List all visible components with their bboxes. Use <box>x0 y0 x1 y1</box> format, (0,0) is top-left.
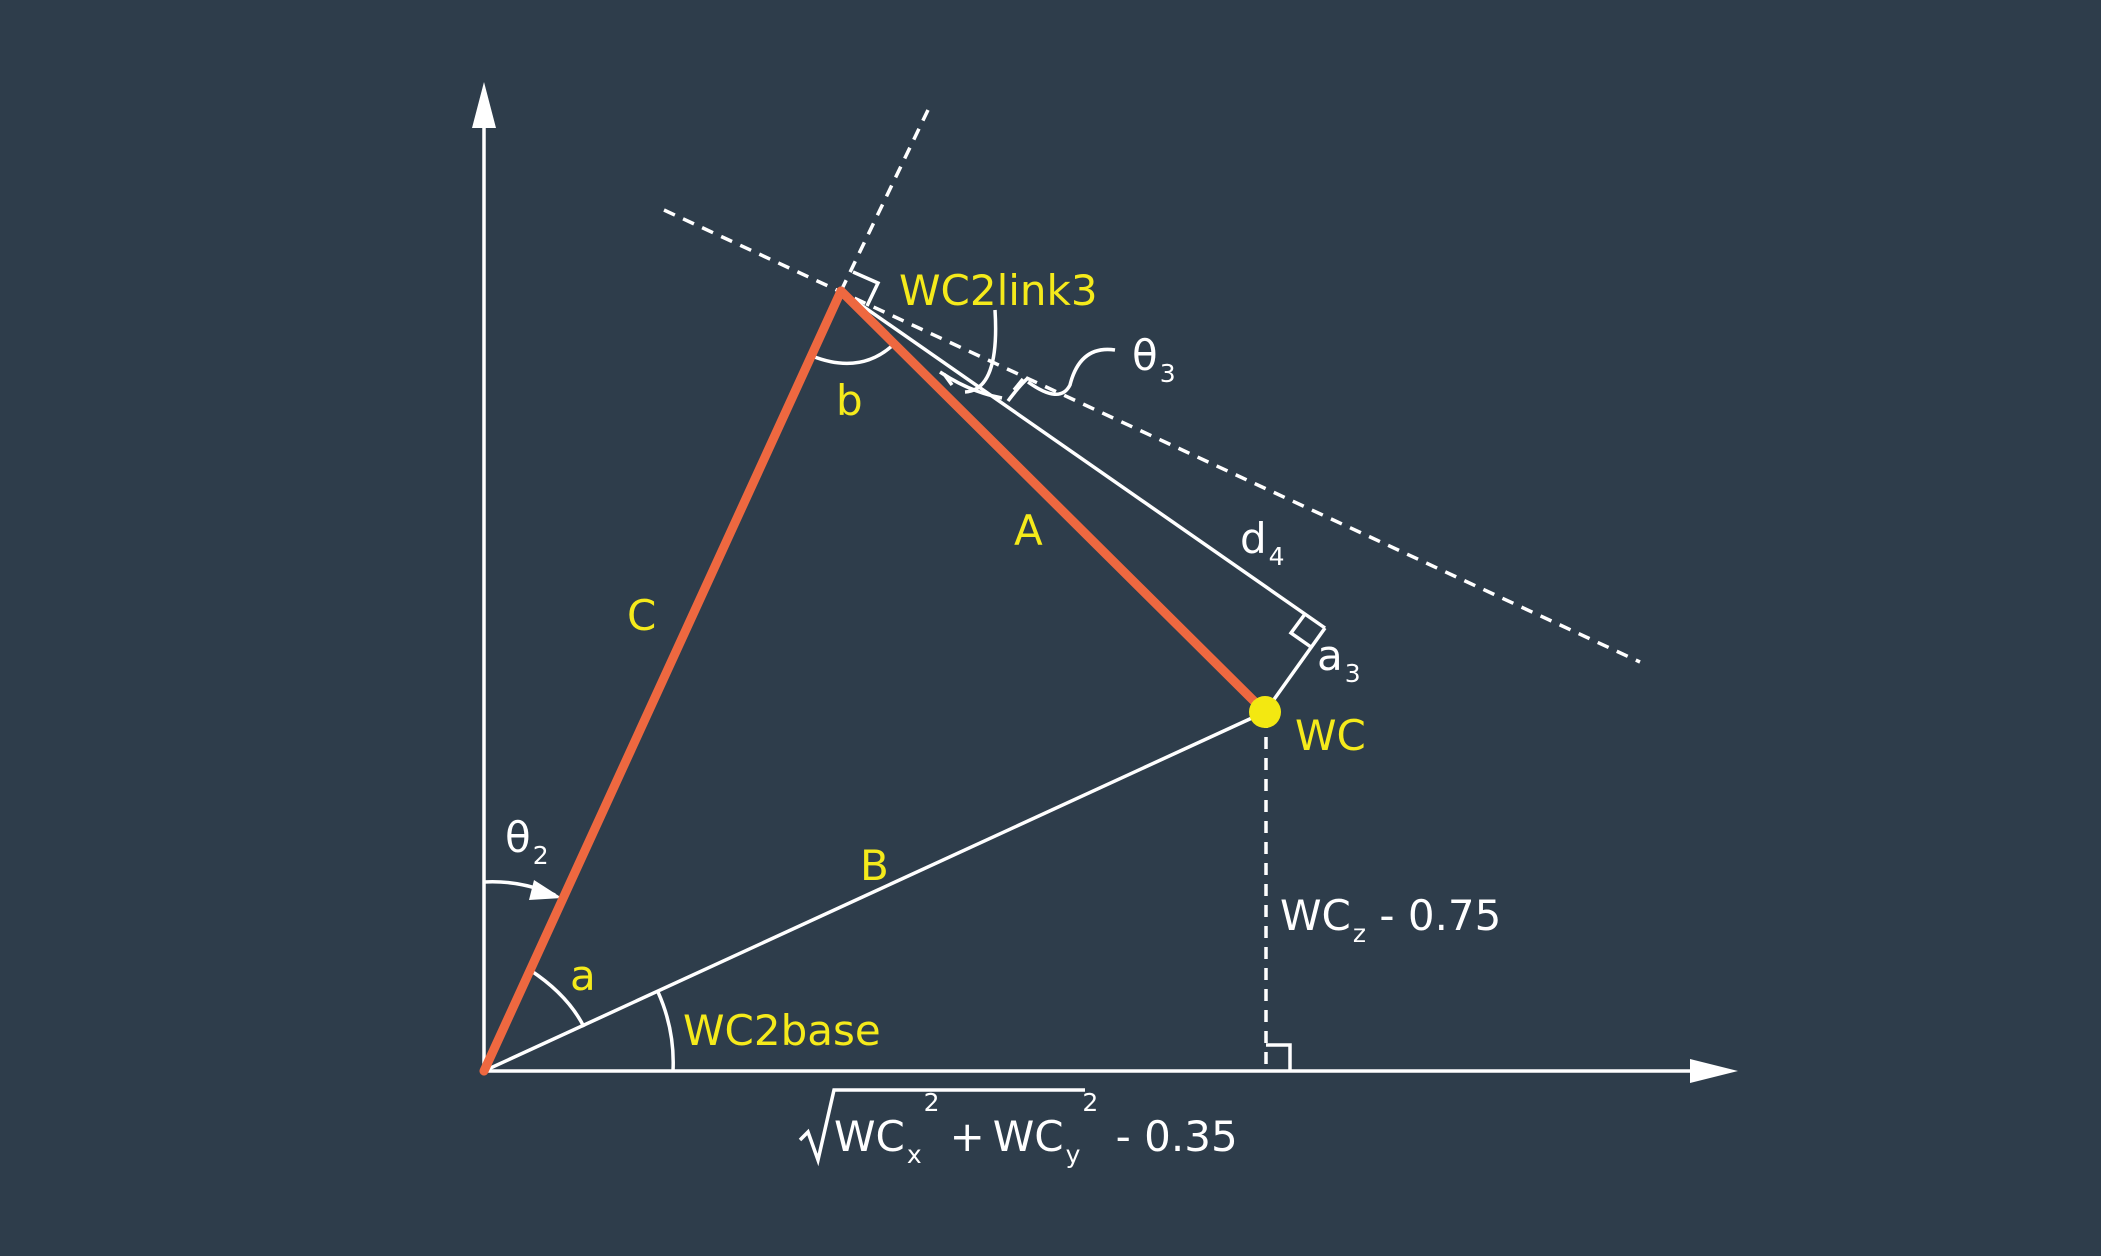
angle-a-arc <box>529 968 586 1028</box>
d4-line <box>840 289 1326 630</box>
side-c-label: C <box>627 591 656 640</box>
link3-axis-dashed-line <box>663 208 1641 664</box>
wc2link3-label: WC2link3 <box>899 266 1098 315</box>
theta3-arc <box>1006 376 1030 403</box>
wcz-label: WCz - 0.75 <box>1280 891 1501 948</box>
angle-b-label: b <box>836 376 863 425</box>
theta3-label: θ3 <box>1132 331 1176 388</box>
wc2base-arc <box>656 991 675 1072</box>
right-angle-marker-icon <box>1266 1043 1292 1071</box>
tick-mark <box>1012 377 1025 392</box>
theta2-label: θ2 <box>505 813 549 870</box>
axes <box>472 82 1738 1083</box>
side-b-line <box>483 710 1266 1073</box>
y-axis-arrowhead-icon <box>472 82 496 128</box>
right-angle-marker-icon <box>1288 612 1313 649</box>
wc-label: WC <box>1295 711 1366 760</box>
link-c <box>479 286 846 1076</box>
x-axis-arrowhead-icon <box>1690 1059 1738 1083</box>
dashed-guides <box>663 109 1641 1071</box>
angle-b-arc <box>811 343 895 366</box>
d4-label: d4 <box>1240 514 1285 571</box>
perpendicular-dashed-line <box>839 109 930 292</box>
link-a <box>836 286 1270 717</box>
angle-a-label: a <box>570 951 596 1000</box>
wc2base-label: WC2base <box>683 1006 881 1055</box>
wc2link3-leader <box>964 309 998 394</box>
right-angle-marker-icon <box>852 270 881 307</box>
square-root-icon <box>798 1088 1085 1167</box>
theta2-arrowhead-icon <box>529 880 562 900</box>
sqrt-expression: WCx2+WCy2 - 0.35 <box>834 1088 1238 1169</box>
white-geometry <box>483 270 1327 1073</box>
a3-label: a3 <box>1317 631 1361 688</box>
wc-point <box>1249 696 1281 728</box>
a3-line <box>1263 626 1327 714</box>
theta3-leader <box>1026 347 1116 396</box>
robot-links <box>479 286 1270 1076</box>
side-b-label: B <box>860 841 889 890</box>
tick-mark <box>942 372 954 387</box>
side-a-label: A <box>1014 506 1043 555</box>
